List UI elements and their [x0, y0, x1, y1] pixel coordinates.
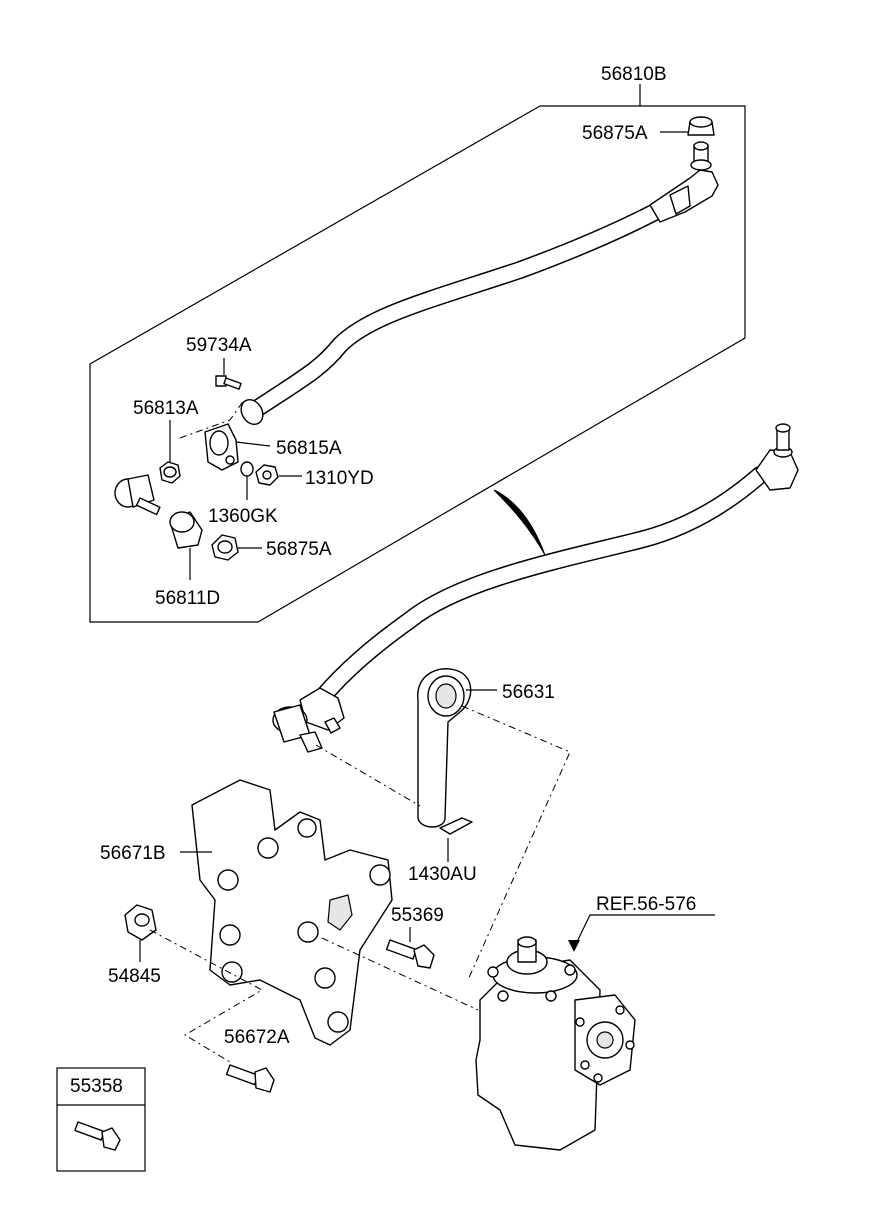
bolt-56672a [225, 1064, 275, 1093]
washer-1360gk [240, 461, 254, 477]
label-56671b: 56671B [100, 843, 166, 864]
label-56815a: 56815A [276, 438, 342, 459]
drag-link [272, 423, 799, 753]
bolt-55369 [385, 939, 435, 969]
bolt-59734a [215, 375, 242, 390]
nut-1310yd [255, 464, 279, 486]
label-1430au: 1430AU [408, 864, 477, 885]
leader-lines-lower [139, 689, 715, 1063]
label-54845: 54845 [108, 966, 161, 987]
label-ref-56-576: REF.56-576 [596, 894, 696, 915]
label-56811d: 56811D [155, 588, 220, 609]
clamp-56815a [204, 423, 239, 471]
assembly-outline [89, 84, 746, 623]
label-56810b: 56810B [601, 64, 667, 85]
label-56672a: 56672A [224, 1027, 290, 1048]
label-56875a-top: 56875A [582, 123, 648, 144]
label-55358: 55358 [70, 1076, 123, 1097]
label-56813a: 56813A [133, 398, 199, 419]
direction-arrow-icon [493, 489, 546, 556]
inset-box-55358 [56, 1067, 146, 1172]
ball-joint-stud [114, 474, 161, 516]
label-1360gk: 1360GK [208, 506, 278, 527]
label-59734a: 59734A [186, 335, 252, 356]
upper-tie-rod [240, 116, 719, 426]
bushing-54845 [124, 904, 157, 941]
pitman-arm [417, 668, 473, 835]
label-55369: 55369 [391, 905, 444, 926]
label-56875a-mid: 56875A [266, 539, 332, 560]
leader-lines-box [169, 131, 688, 580]
label-56631: 56631 [502, 682, 555, 703]
nut-56813a [159, 461, 181, 484]
bushing-56811d [169, 511, 203, 549]
steering-gear-box [475, 936, 636, 1151]
bracket-56671b [191, 779, 393, 1046]
castle-nut-56875a-mid [211, 534, 239, 561]
label-1310yd: 1310YD [305, 468, 374, 489]
